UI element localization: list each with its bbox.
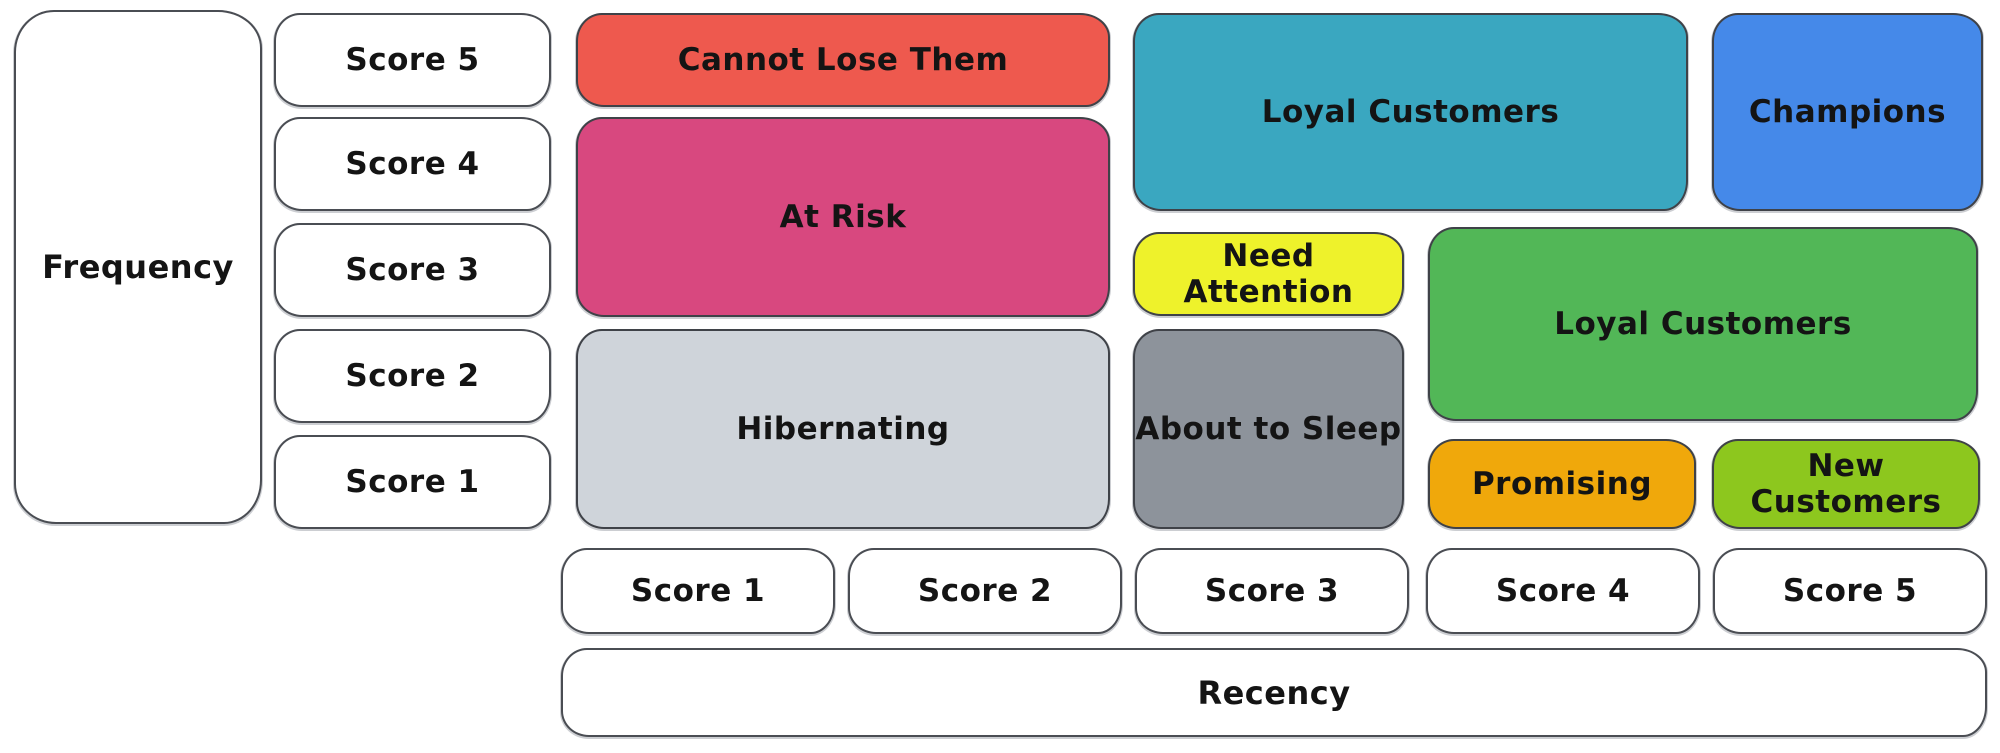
segment-loyal-customers-teal: Loyal Customers bbox=[1133, 13, 1688, 211]
segment-promising: Promising bbox=[1428, 439, 1696, 529]
segment-about-to-sleep: About to Sleep bbox=[1133, 329, 1404, 529]
frequency-score-1-box: Score 1 bbox=[274, 435, 551, 529]
segment-loyal-customers-green: Loyal Customers bbox=[1428, 227, 1978, 421]
segment-about-to-sleep-label: About to Sleep bbox=[1135, 411, 1402, 447]
frequency-score-2-label: Score 2 bbox=[345, 358, 480, 394]
segment-hibernating-label: Hibernating bbox=[736, 411, 950, 447]
frequency-score-5-label: Score 5 bbox=[345, 42, 480, 78]
segment-champions-label: Champions bbox=[1748, 94, 1947, 130]
frequency-score-4-label: Score 4 bbox=[345, 146, 480, 182]
recency-score-5-box: Score 5 bbox=[1713, 548, 1987, 634]
recency-axis-label: Recency bbox=[1197, 673, 1351, 712]
recency-score-4-label: Score 4 bbox=[1495, 573, 1631, 609]
segment-promising-label: Promising bbox=[1471, 466, 1653, 502]
recency-score-2-box: Score 2 bbox=[848, 548, 1122, 634]
segment-new-customers: New Customers bbox=[1712, 439, 1980, 529]
segment-need-attention-label: Need Attention bbox=[1183, 238, 1354, 310]
recency-score-1-label: Score 1 bbox=[630, 573, 766, 609]
recency-score-5-label: Score 5 bbox=[1782, 573, 1918, 609]
segment-at-risk-label: At Risk bbox=[779, 199, 907, 235]
segment-loyal-customers-green-label: Loyal Customers bbox=[1554, 306, 1852, 342]
frequency-score-5-box: Score 5 bbox=[274, 13, 551, 107]
segment-cannot-lose-them-label: Cannot Lose Them bbox=[677, 42, 1009, 78]
frequency-score-2-box: Score 2 bbox=[274, 329, 551, 423]
recency-score-3-box: Score 3 bbox=[1135, 548, 1409, 634]
segment-loyal-customers-teal-label: Loyal Customers bbox=[1261, 94, 1560, 130]
segment-cannot-lose-them: Cannot Lose Them bbox=[576, 13, 1110, 107]
recency-score-4-box: Score 4 bbox=[1426, 548, 1700, 634]
segment-hibernating: Hibernating bbox=[576, 329, 1110, 529]
recency-score-1-box: Score 1 bbox=[561, 548, 835, 634]
segment-need-attention: Need Attention bbox=[1133, 232, 1404, 316]
frequency-score-1-label: Score 1 bbox=[345, 464, 480, 500]
segment-champions: Champions bbox=[1712, 13, 1983, 211]
recency-score-2-label: Score 2 bbox=[917, 573, 1053, 609]
frequency-axis-label: Frequency bbox=[42, 248, 234, 286]
recency-axis-label-box: Recency bbox=[561, 648, 1987, 737]
frequency-score-4-box: Score 4 bbox=[274, 117, 551, 211]
recency-score-3-label: Score 3 bbox=[1204, 573, 1340, 609]
segment-at-risk: At Risk bbox=[576, 117, 1110, 317]
frequency-score-3-box: Score 3 bbox=[274, 223, 551, 317]
frequency-axis-label-box: Frequency bbox=[14, 10, 262, 524]
frequency-score-3-label: Score 3 bbox=[345, 252, 480, 288]
segment-new-customers-label: New Customers bbox=[1750, 448, 1942, 520]
